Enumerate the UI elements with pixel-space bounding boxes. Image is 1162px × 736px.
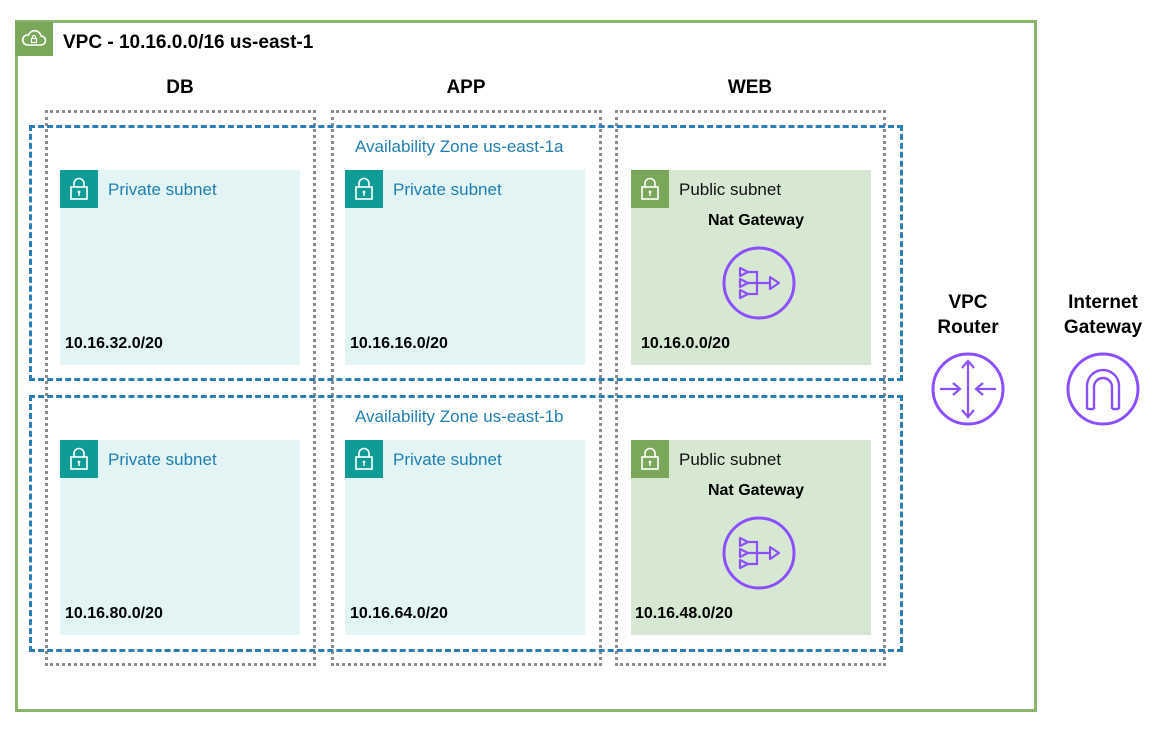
tier-title-web: WEB xyxy=(727,77,773,98)
subnet-label: Private subnet xyxy=(108,180,217,199)
tier-title-app: APP xyxy=(446,77,486,98)
tier-title-db: DB xyxy=(166,77,194,98)
subnet-cidr: 10.16.80.0/20 xyxy=(65,605,163,622)
nat-gateway-label: Nat Gateway xyxy=(707,482,805,499)
subnet-cidr: 10.16.48.0/20 xyxy=(635,605,733,622)
tier-box-db xyxy=(45,110,316,666)
subnet-cidr: 10.16.0.0/20 xyxy=(641,335,730,352)
lock-icon xyxy=(345,440,383,478)
subnet-db-az-b: Private subnet 10.16.80.0/20 xyxy=(60,440,300,635)
subnet-db-az-a: Private subnet 10.16.32.0/20 xyxy=(60,170,300,365)
subnet-cidr: 10.16.16.0/20 xyxy=(350,335,448,352)
vpc-router-label-line2: Router xyxy=(937,317,999,338)
lock-icon xyxy=(345,170,383,208)
vpc-title: VPC - 10.16.0.0/16 us-east-1 xyxy=(63,32,314,53)
router-icon[interactable] xyxy=(930,351,1006,427)
cloud-lock-icon xyxy=(15,22,53,56)
vpc-router-label: VPC Router xyxy=(918,290,1018,340)
az-box-us-east-1b xyxy=(29,395,903,652)
lock-icon xyxy=(631,170,669,208)
subnet-web-az-a: Public subnet Nat Gateway 10.16.0.0/20 xyxy=(631,170,871,365)
lock-icon xyxy=(631,440,669,478)
az-box-us-east-1a xyxy=(29,125,903,381)
internet-gateway-icon[interactable] xyxy=(1065,351,1141,427)
subnet-label: Private subnet xyxy=(393,180,502,199)
internet-gateway-label: Internet Gateway xyxy=(1050,290,1156,340)
tier-box-web xyxy=(615,110,886,666)
nat-gateway-icon[interactable] xyxy=(721,515,797,591)
vpc-router-label-line1: VPC xyxy=(948,292,988,313)
subnet-label: Private subnet xyxy=(393,450,502,469)
nat-gateway-icon[interactable] xyxy=(721,245,797,321)
subnet-web-az-b: Public subnet Nat Gateway 10.16.48.0/20 xyxy=(631,440,871,635)
subnet-app-az-a: Private subnet 10.16.16.0/20 xyxy=(345,170,585,365)
tier-box-app xyxy=(331,110,602,666)
lock-icon xyxy=(60,170,98,208)
subnet-cidr: 10.16.64.0/20 xyxy=(350,605,448,622)
internet-gateway-label-line2: Gateway xyxy=(1063,317,1143,338)
az-label-us-east-1a: Availability Zone us-east-1a xyxy=(355,137,564,156)
vpc-container xyxy=(15,20,1037,712)
internet-gateway-label-line1: Internet xyxy=(1068,292,1138,313)
lock-icon xyxy=(60,440,98,478)
az-label-us-east-1b: Availability Zone us-east-1b xyxy=(355,407,564,426)
subnet-label: Public subnet xyxy=(679,180,782,199)
subnet-label: Private subnet xyxy=(108,450,217,469)
subnet-app-az-b: Private subnet 10.16.64.0/20 xyxy=(345,440,585,635)
subnet-cidr: 10.16.32.0/20 xyxy=(65,335,163,352)
nat-gateway-label: Nat Gateway xyxy=(707,212,805,229)
subnet-label: Public subnet xyxy=(679,450,782,469)
